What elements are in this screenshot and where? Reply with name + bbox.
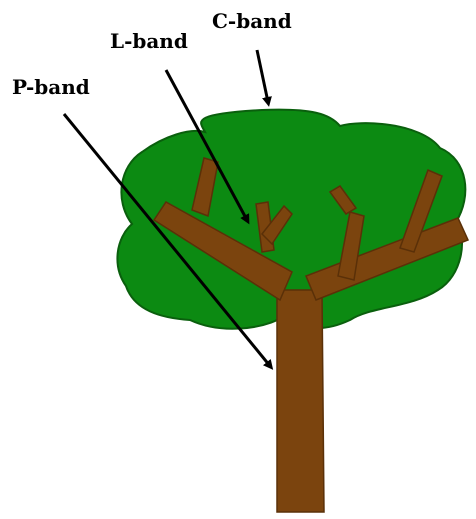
p-band-label: P-band <box>12 75 90 99</box>
c-band-label: C-band <box>212 9 292 33</box>
l-band-label: L-band <box>110 29 188 53</box>
trunk <box>277 290 324 512</box>
c-band-arrow <box>257 50 268 102</box>
